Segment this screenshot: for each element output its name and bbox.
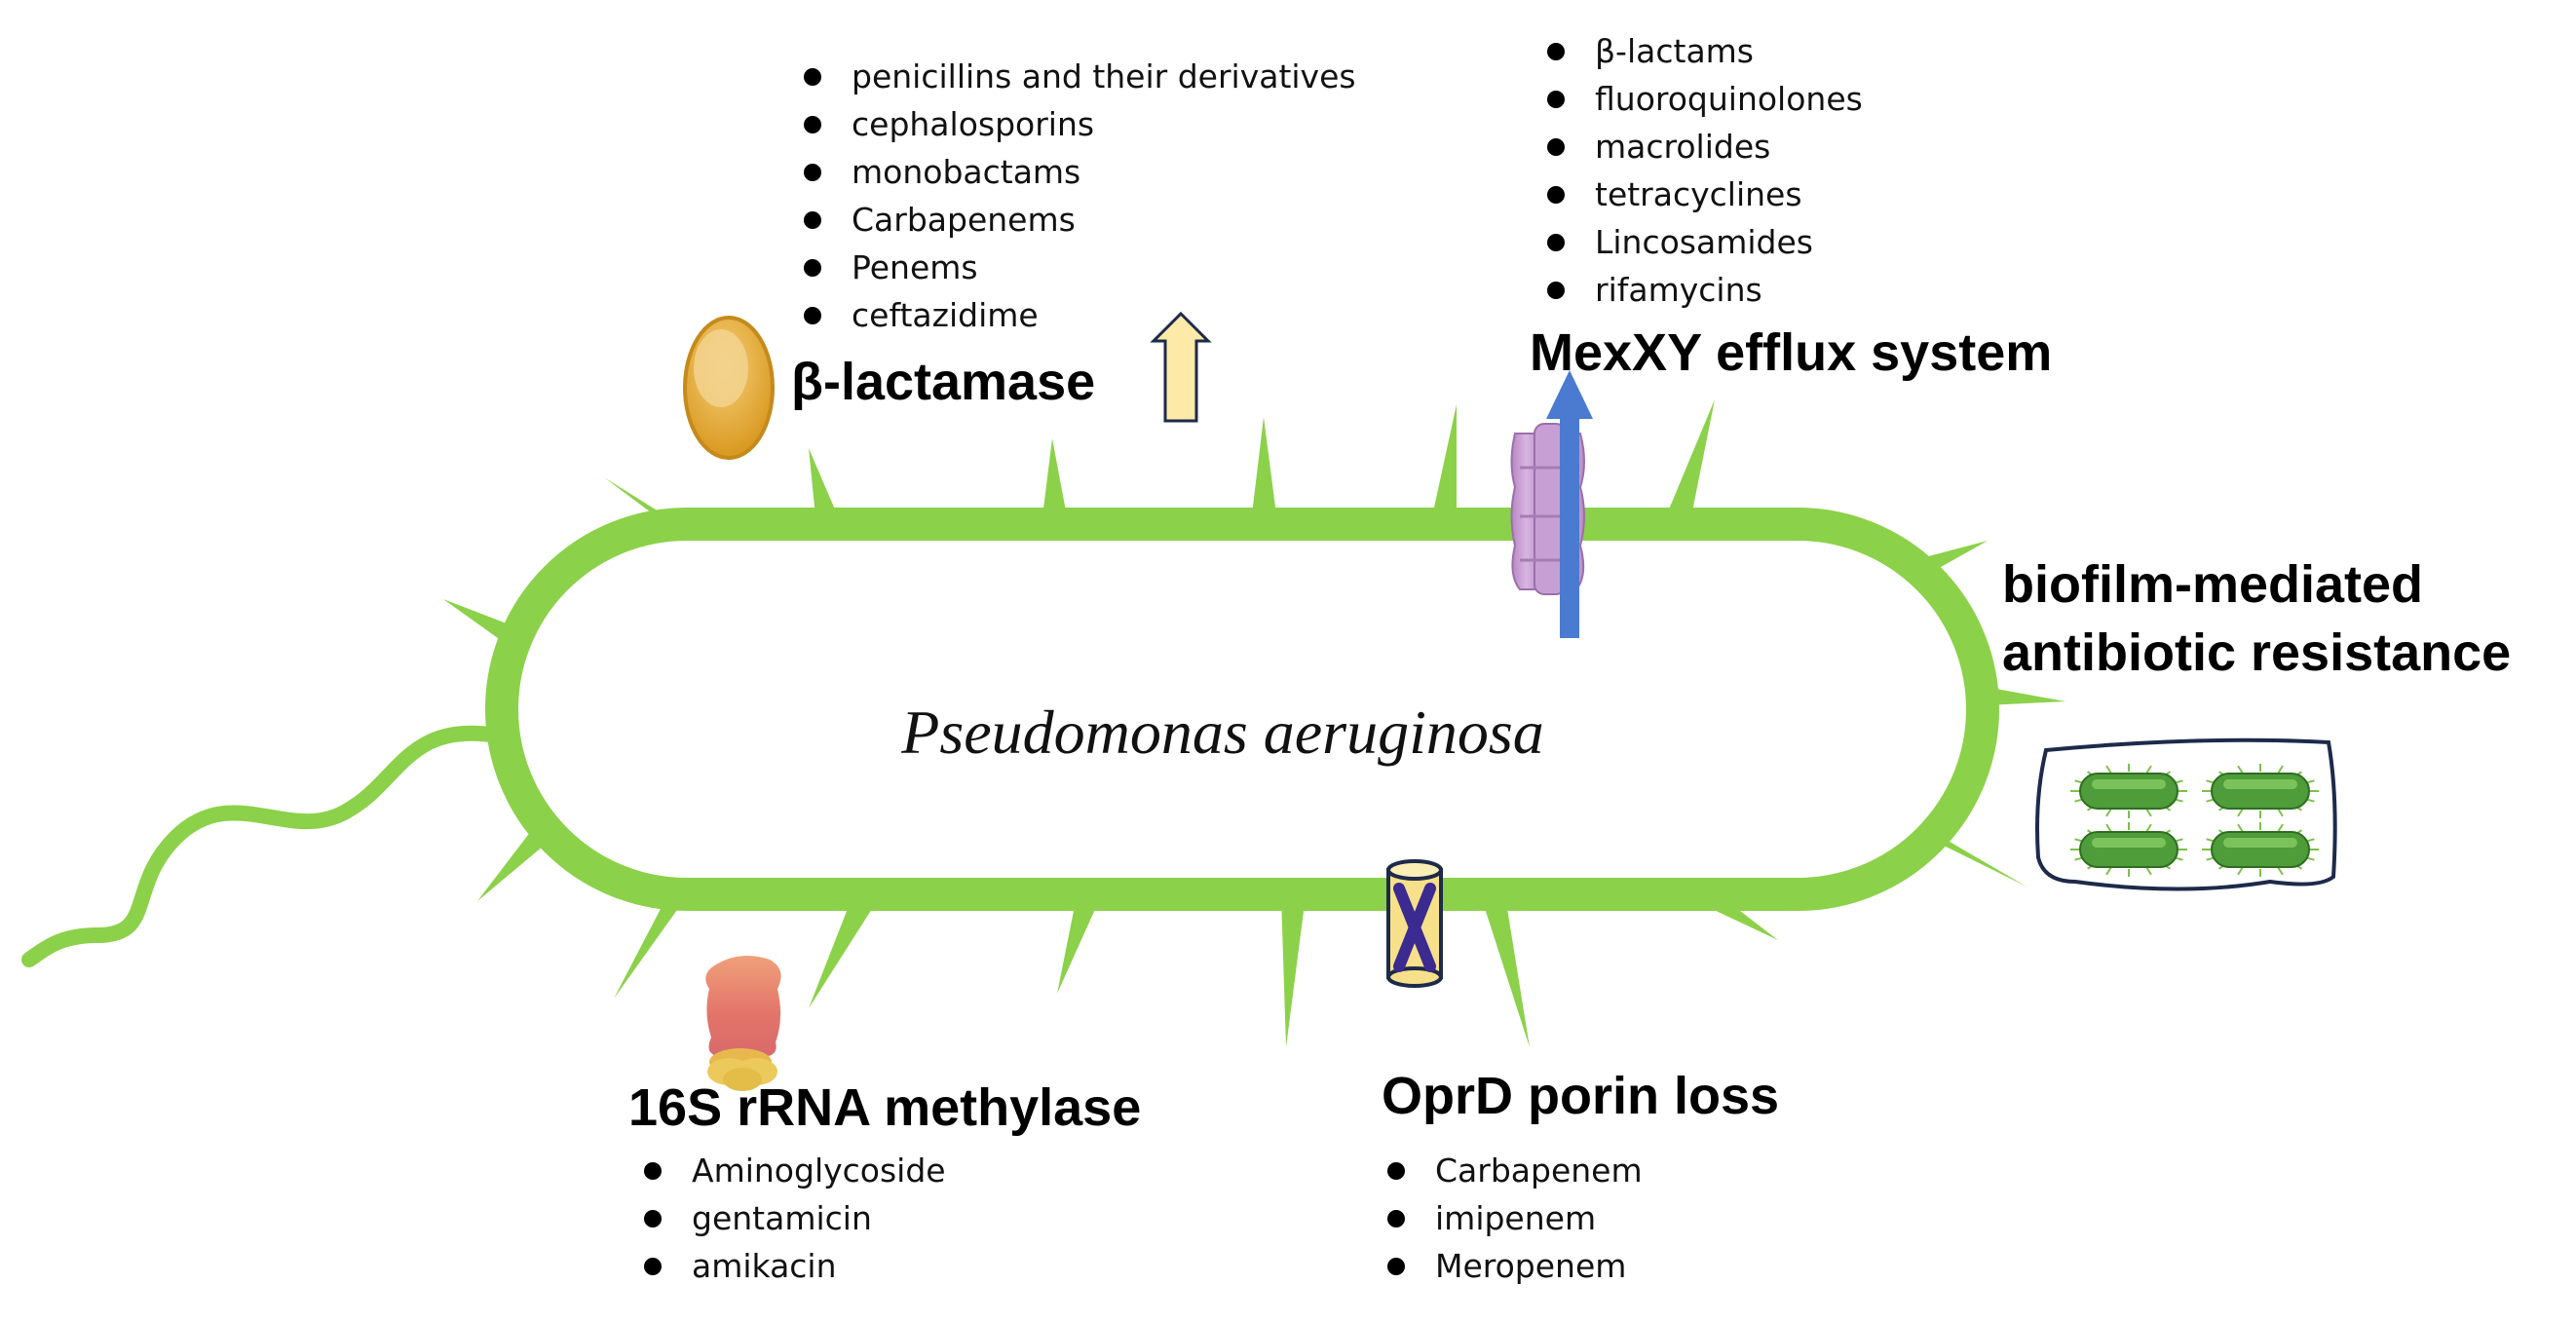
bullet bbox=[1387, 1258, 1405, 1275]
flagellum bbox=[21, 725, 505, 967]
list-item: rifamycins bbox=[1595, 271, 1762, 309]
pilus-spike bbox=[443, 599, 511, 648]
bullet bbox=[804, 68, 821, 86]
biofilm-icon bbox=[2035, 737, 2337, 891]
pilus-spike bbox=[614, 887, 687, 999]
biofilm-title-line2: antibiotic resistance bbox=[2002, 623, 2511, 682]
list-item: tetracyclines bbox=[1595, 175, 1802, 213]
list-item: Meropenem bbox=[1435, 1247, 1626, 1285]
list-item: monobactams bbox=[852, 153, 1080, 191]
bullet bbox=[804, 259, 821, 277]
methylase-substrates: Aminoglycoside gentamicin amikacin bbox=[644, 1152, 946, 1285]
pilus-spike bbox=[809, 448, 838, 516]
biofilm-cell-icon bbox=[2202, 764, 2319, 818]
list-item: imipenem bbox=[1435, 1199, 1596, 1237]
bullet bbox=[804, 307, 821, 324]
list-item: cephalosporins bbox=[852, 105, 1094, 143]
list-item: Carbapenem bbox=[1435, 1152, 1643, 1190]
list-item: Aminoglycoside bbox=[692, 1152, 946, 1190]
bullet bbox=[1547, 234, 1565, 251]
bullet bbox=[1547, 138, 1565, 156]
cell-membrane bbox=[485, 508, 1999, 911]
biofilm-cell-icon bbox=[2202, 822, 2319, 877]
ribosome-icon bbox=[705, 956, 781, 1091]
efflux-substrates: β-lactams fluoroquinolones macrolides tetra… bbox=[1547, 32, 1863, 309]
list-item: fluoroquinolones bbox=[1595, 80, 1863, 118]
biofilm-cell-icon bbox=[2070, 822, 2187, 877]
organism-name: Pseudomonas aeruginosa bbox=[900, 698, 1544, 767]
list-item: gentamicin bbox=[692, 1199, 872, 1237]
list-item: Carbapenems bbox=[852, 201, 1076, 239]
bullet bbox=[644, 1162, 662, 1180]
blocked-cross-icon bbox=[1393, 883, 1436, 972]
list-item: Lincosamides bbox=[1595, 223, 1813, 261]
pilus-spike bbox=[1057, 896, 1101, 994]
methylase-title: 16S rRNA methylase bbox=[628, 1078, 1141, 1137]
bullet bbox=[1387, 1210, 1405, 1228]
biofilm-cell-icon bbox=[2070, 764, 2187, 818]
list-item: amikacin bbox=[692, 1247, 837, 1285]
bullet bbox=[644, 1210, 662, 1228]
bullet bbox=[644, 1258, 662, 1275]
beta-lactamase-enzyme-icon bbox=[683, 316, 775, 460]
bullet bbox=[1547, 91, 1565, 108]
porin-title: OprD porin loss bbox=[1382, 1067, 1779, 1125]
pilus-spike bbox=[1481, 896, 1530, 1047]
bullet bbox=[1547, 186, 1565, 204]
bullet bbox=[1547, 43, 1565, 60]
efflux-arrow-icon bbox=[1546, 370, 1593, 638]
bullet bbox=[804, 164, 821, 181]
pilus-spike bbox=[1666, 399, 1715, 521]
pilus-spike bbox=[1252, 417, 1276, 514]
increase-arrow-icon bbox=[1150, 311, 1212, 423]
pili bbox=[443, 399, 2065, 1047]
pilus-spike bbox=[1042, 438, 1067, 516]
beta-lactamase-substrates: penicillins and their derivatives cephalo… bbox=[804, 57, 1356, 334]
list-item: Penems bbox=[852, 248, 978, 286]
bullet bbox=[1547, 282, 1565, 299]
list-item: ceftazidime bbox=[852, 296, 1039, 334]
beta-lactamase-title: β-lactamase bbox=[791, 353, 1095, 411]
bullet bbox=[804, 211, 821, 229]
list-item: penicillins and their derivatives bbox=[852, 57, 1356, 95]
list-item: β-lactams bbox=[1595, 32, 1754, 70]
efflux-title: MexXY efflux system bbox=[1530, 323, 2052, 382]
pilus-spike bbox=[809, 896, 877, 1008]
pilus-spike bbox=[1432, 404, 1457, 516]
pilus-spike bbox=[1281, 896, 1306, 1047]
biofilm-title-line1: biofilm-mediated bbox=[2002, 555, 2423, 614]
list-item: macrolides bbox=[1595, 128, 1770, 166]
bullet bbox=[804, 116, 821, 133]
bullet bbox=[1387, 1162, 1405, 1180]
